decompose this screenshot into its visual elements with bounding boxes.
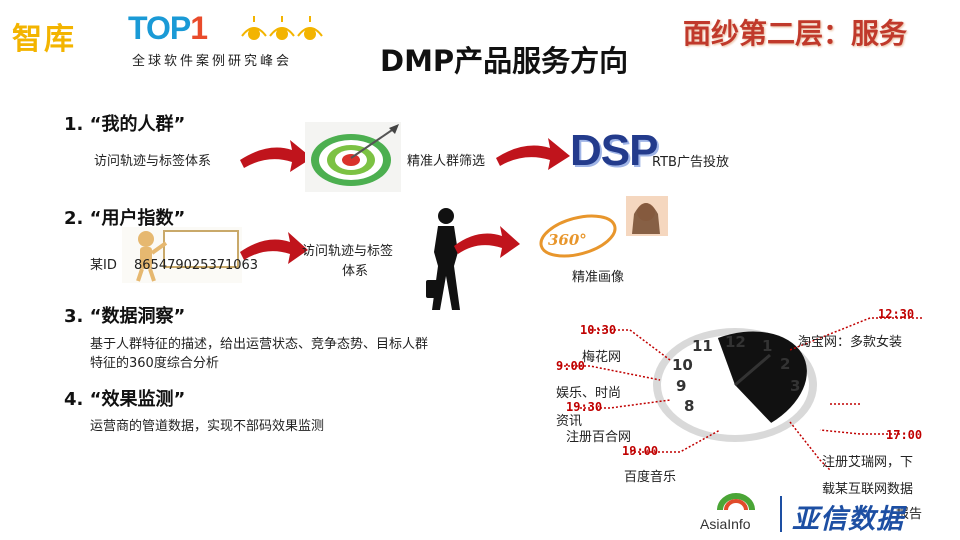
section-3-body-line1: 基于人群特征的描述，给出运营状态、竞争态势、目标人群 xyxy=(90,337,429,352)
clock-num-3: 3 xyxy=(790,377,800,395)
yaxin-logo-text: 亚信数据 xyxy=(792,504,904,535)
section-4-head: 4. “效果监测” xyxy=(64,389,186,410)
asiainfo-logo-icon xyxy=(717,493,755,511)
section-1-head: 1. “我的人群” xyxy=(64,114,186,135)
section-2-head: 2. “用户指数” xyxy=(64,208,186,229)
time-1230: 12:30 xyxy=(878,307,915,321)
time-1900: 19:00 xyxy=(622,444,659,458)
top1-logo-one: 1 xyxy=(190,10,208,46)
clock-num-7: 7 xyxy=(720,411,730,429)
logo-subtitle: 全球软件案例研究峰会 xyxy=(132,54,293,69)
clock-num-1: 1 xyxy=(762,337,772,355)
label-1230: 淘宝网：多款女装 xyxy=(798,335,903,350)
top1-logo-top: TOP xyxy=(128,10,191,46)
clock-num-9: 9 xyxy=(676,377,686,395)
flow1-source: 访问轨迹与标签体系 xyxy=(94,154,212,169)
label-1030: 梅花网 xyxy=(582,350,622,365)
arrow-icon xyxy=(240,140,312,172)
silhouette-icon xyxy=(426,208,460,310)
dsp-logo: DSP xyxy=(570,126,658,175)
time-1930: 19:30 xyxy=(566,400,603,414)
target-icon xyxy=(305,122,401,192)
clock-num-12: 12 xyxy=(725,333,746,351)
asiainfo-logo-text: AsiaInfo xyxy=(700,516,751,532)
label-900-line2: 资讯 xyxy=(556,414,583,429)
section-4-body-line1: 运营商的管道数据，实现不部码效果监测 xyxy=(90,419,325,434)
section-3-head: 3. “数据洞察” xyxy=(64,306,186,327)
label-1700-line1: 注册艾瑞网，下 xyxy=(822,455,914,470)
flow1-target: RTB广告投放 xyxy=(652,155,729,170)
flow2-source-label: 某ID xyxy=(90,258,117,273)
time-1700: 17:00 xyxy=(886,428,923,442)
layer-title: 面纱第二层：服务 xyxy=(683,17,908,50)
logo-360-text: 360° xyxy=(548,231,587,249)
portrait-360-icon xyxy=(539,196,668,258)
logo-divider xyxy=(780,496,782,532)
page-title: DMP产品服务方向 xyxy=(380,44,629,78)
clock-num-2: 2 xyxy=(780,355,790,373)
clock-icon: 9 10 11 12 1 2 3 6 7 8 xyxy=(653,328,817,442)
label-1930: 注册百合网 xyxy=(566,430,632,445)
clock-num-6: 6 xyxy=(748,415,758,433)
flow2-mid-line2: 体系 xyxy=(342,264,369,279)
zhiku-logo-text: 智库 xyxy=(12,22,76,57)
time-900: 9:00 xyxy=(556,359,585,373)
timeline-leaders xyxy=(560,317,922,471)
section-3-body-line2: 特征的360度综合分析 xyxy=(90,356,219,371)
flow2-mid-line1: 访问轨迹与标签 xyxy=(302,244,394,259)
flow1-mid: 精准人群筛选 xyxy=(407,154,486,169)
label-1700-line2: 载某互联网数据 xyxy=(822,482,914,497)
person-board-icon xyxy=(122,227,242,283)
id-number: 865479025371063 xyxy=(134,258,259,273)
clock-num-10: 10 xyxy=(672,356,693,374)
arrow-icon xyxy=(240,232,308,264)
label-900-line1: 娱乐、时尚 xyxy=(556,386,622,401)
arrow-icon xyxy=(496,138,570,170)
time-1030: 10:30 xyxy=(580,323,617,337)
sun-eyes-icon xyxy=(241,16,323,40)
clock-num-11: 11 xyxy=(692,337,713,355)
label-1700-line3: 报告 xyxy=(896,507,923,522)
top1-logo: TOP1 xyxy=(128,10,208,47)
label-1900: 百度音乐 xyxy=(624,470,677,485)
clock-num-8: 8 xyxy=(684,397,694,415)
flow2-portrait: 精准画像 xyxy=(572,270,625,285)
arrow-icon xyxy=(454,226,520,258)
